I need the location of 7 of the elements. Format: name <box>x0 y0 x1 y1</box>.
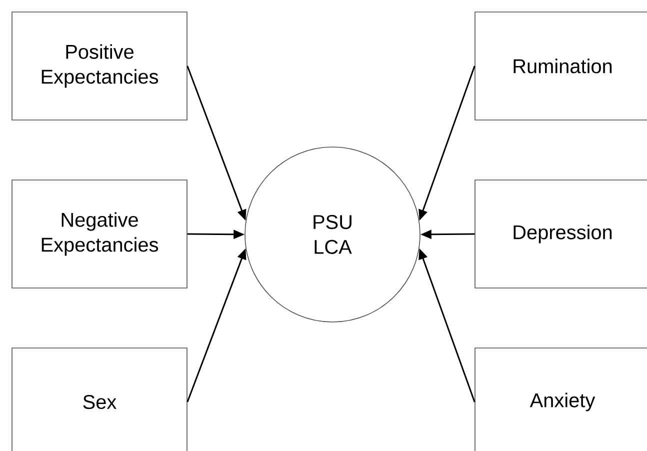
circle-node: PSU LCA <box>244 146 420 322</box>
variable-box: Negative Expectancies <box>12 180 188 288</box>
variable-box: Anxiety <box>474 348 647 451</box>
variable-box: Sex <box>12 348 188 451</box>
variable-box: Positive Expectancies <box>12 12 188 120</box>
variable-box: Rumination <box>474 12 647 120</box>
variable-box: Depression <box>474 180 647 288</box>
